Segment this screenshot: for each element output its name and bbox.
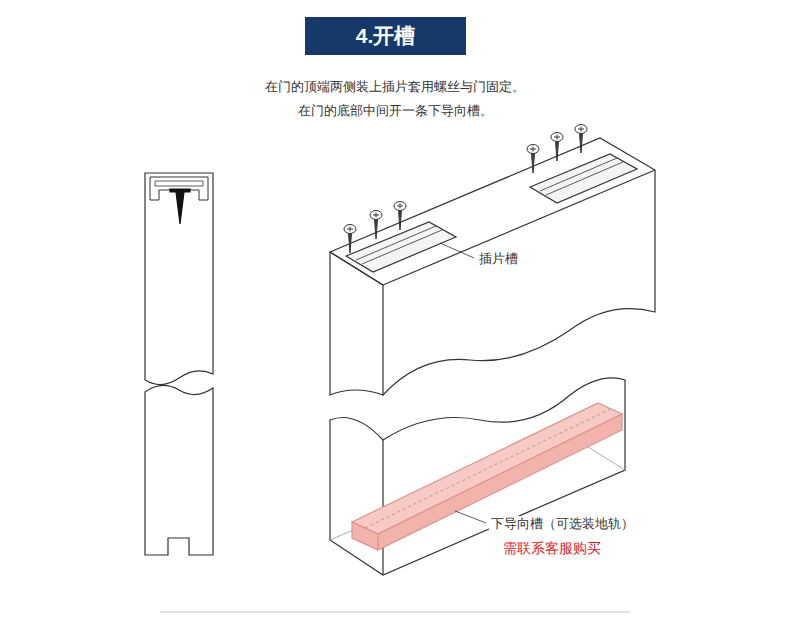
door-lower (330, 378, 625, 575)
part-label: 下导向槽（可选装地轨） (489, 516, 636, 532)
screw (527, 145, 539, 174)
insert-slot-right-lines (540, 158, 623, 195)
title-banner: 4.开槽 (305, 17, 466, 55)
instruction-text: 在门的底部中间开一条下导向槽。 (298, 103, 493, 119)
screw (551, 133, 563, 162)
leader-line (440, 243, 474, 258)
screw (575, 125, 587, 154)
guide-groove-edge (377, 534, 378, 550)
screw (394, 202, 406, 231)
divider-line (160, 611, 630, 613)
side-view-lower (145, 385, 213, 555)
leader-line (455, 511, 486, 523)
title-text: 4.开槽 (356, 22, 416, 50)
instruction-text: 在门的顶端两侧装上插片套用螺丝与门固定。 (265, 79, 525, 95)
part-label: 插片槽 (477, 251, 520, 267)
guide-groove-top (352, 403, 622, 534)
screw (370, 211, 382, 240)
insert-slot-inner (155, 181, 203, 186)
door-upper (330, 138, 655, 395)
door-edge-upper (330, 252, 383, 395)
insert-slot-left-lines (356, 226, 442, 264)
insert-slot-right (530, 154, 637, 203)
side-view-upper (145, 173, 213, 385)
guide-groove-center (365, 409, 610, 528)
note-text: 需联系客服购买 (501, 540, 603, 557)
screw (344, 225, 356, 254)
screw-shaft (176, 192, 184, 224)
insert-slot-left (346, 222, 456, 272)
